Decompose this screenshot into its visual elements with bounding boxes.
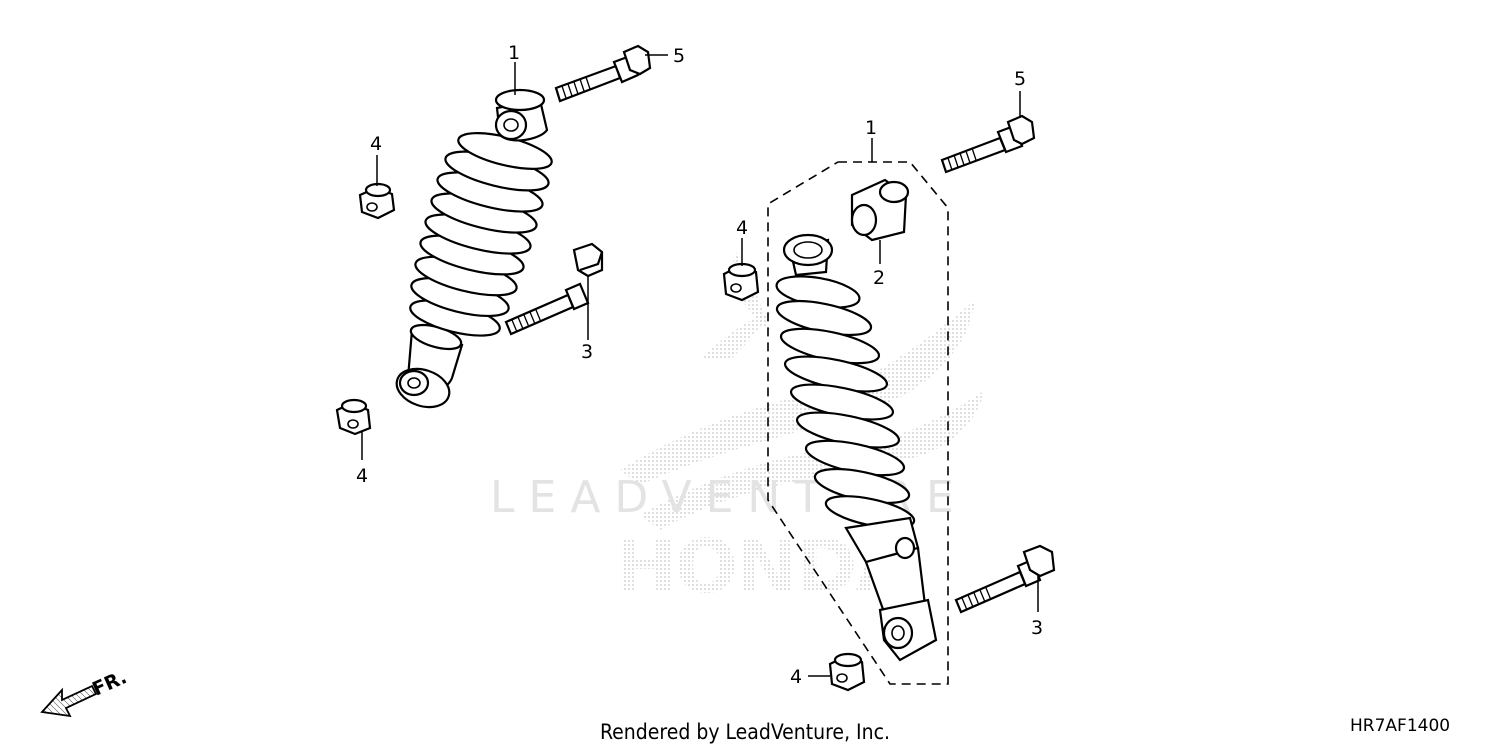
callout-4-upper-right: 4 [736, 217, 748, 239]
bolt-lower-right[interactable] [954, 544, 1056, 614]
callout-4-upper-left: 4 [370, 133, 382, 155]
nut-lower-right[interactable] [828, 652, 866, 692]
shock-absorber-right[interactable] [774, 233, 938, 662]
callout-1-left: 1 [508, 42, 520, 64]
nut-upper-left[interactable] [358, 182, 396, 220]
bolt-upper-right[interactable] [940, 114, 1036, 174]
bolt-upper-left[interactable] [554, 44, 652, 103]
bolt-lower-left[interactable] [504, 242, 604, 336]
nut-lower-left[interactable] [335, 398, 372, 436]
kit-outline [767, 161, 949, 685]
callout-4-lower-right: 4 [790, 666, 802, 688]
front-direction-label: FR. [89, 666, 130, 700]
front-direction-arrow: FR. [40, 666, 130, 718]
diagram-code: HR7AF1400 [1350, 716, 1450, 736]
shock-absorber-left[interactable] [392, 88, 555, 413]
callouts: 1 5 4 3 4 1 5 2 4 3 4 [356, 42, 1043, 688]
callout-2: 2 [873, 267, 885, 289]
callout-4-lower-left: 4 [356, 465, 368, 487]
rendered-by-credit: Rendered by LeadVenture, Inc. [600, 720, 890, 744]
nut-upper-right[interactable] [722, 262, 760, 302]
callout-5-right: 5 [1014, 68, 1026, 90]
callout-3-right: 3 [1031, 617, 1043, 639]
spring-left [409, 132, 553, 337]
callout-5-left: 5 [673, 45, 685, 67]
callout-3-left: 3 [581, 341, 593, 363]
callout-1-right: 1 [865, 117, 877, 139]
bushing[interactable] [850, 178, 910, 242]
